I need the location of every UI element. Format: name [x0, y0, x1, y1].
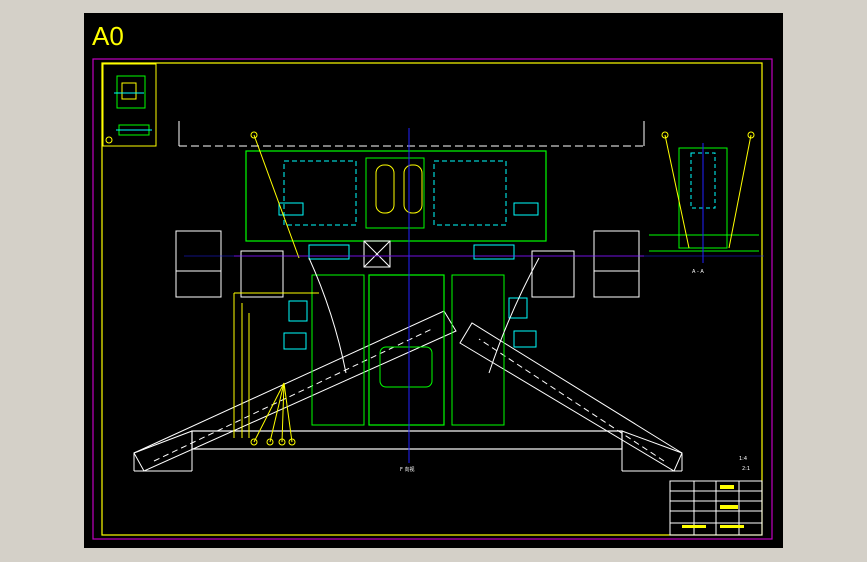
- side-brackets: [175, 230, 640, 298]
- outer-frame: [92, 58, 773, 540]
- diagonal-arms: [133, 310, 683, 472]
- linkage-lines: [233, 131, 540, 446]
- center-body: [234, 150, 644, 426]
- side-view-label: A - A: [692, 269, 704, 275]
- title-block: [669, 480, 763, 536]
- drawing-sheet: A0: [84, 13, 783, 548]
- clamp-cylinders: [278, 202, 539, 350]
- top-frame: [178, 121, 645, 147]
- side-view: [649, 131, 759, 263]
- scale-label: 1:4: [739, 456, 747, 462]
- cad-drawing: A0: [92, 21, 773, 540]
- scale-label-2: 2:1: [742, 466, 750, 472]
- detail-box: [102, 63, 157, 147]
- paper-size-label: A0: [92, 21, 124, 51]
- base-assembly: [133, 430, 683, 472]
- centerlines: [184, 128, 764, 463]
- inner-border: [101, 62, 763, 536]
- main-view-label: F 向视: [400, 466, 414, 473]
